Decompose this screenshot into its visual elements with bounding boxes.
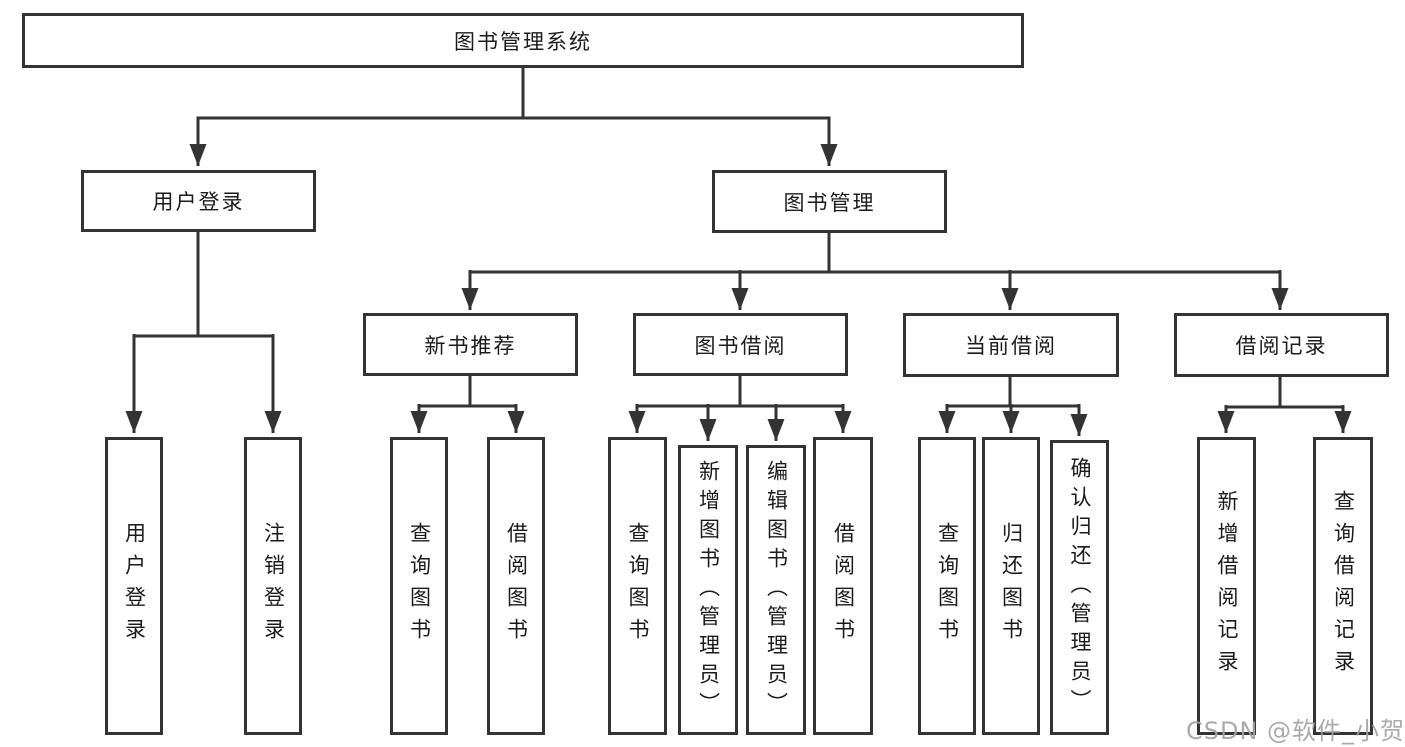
node-new-book-recommend: 新书推荐 — [363, 313, 578, 376]
node-library-management-system-label: 图书管理系统 — [454, 29, 592, 54]
node-book-management: 图书管理 — [712, 170, 947, 233]
node-user-login-group: 用户登录 — [81, 170, 316, 232]
leaf-user-login-label: 用户登录 — [122, 522, 147, 650]
watermark: CSDN @软件_小贺同学 — [1186, 717, 1405, 745]
node-borrowing-records: 借阅记录 — [1174, 313, 1389, 377]
node-library-management-system: 图书管理系统 — [22, 13, 1024, 68]
leaf-logout: 注销登录 — [244, 437, 302, 735]
leaf-recommend-query-books: 查询图书 — [390, 437, 448, 735]
leaf-logout-label: 注销登录 — [261, 522, 286, 650]
leaf-current-query-books-label: 查询图书 — [935, 522, 960, 650]
leaf-add-books-admin: 新增图书（管理员） — [678, 445, 738, 735]
leaf-recommend-query-books-label: 查询图书 — [407, 522, 432, 650]
leaf-query-borrow-record-label: 查询借阅记录 — [1331, 490, 1356, 682]
node-book-borrowing-label: 图书借阅 — [694, 333, 787, 358]
leaf-edit-books-admin: 编辑图书（管理员） — [746, 445, 806, 735]
leaf-borrowing-borrow-books: 借阅图书 — [813, 437, 873, 735]
leaf-recommend-borrow-books: 借阅图书 — [487, 437, 545, 735]
node-current-borrowing: 当前借阅 — [903, 313, 1119, 377]
node-user-login-group-label: 用户登录 — [152, 190, 245, 214]
leaf-query-borrow-record: 查询借阅记录 — [1313, 437, 1373, 735]
leaf-user-login: 用户登录 — [105, 437, 163, 735]
leaf-edit-books-admin-label: 编辑图书（管理员） — [764, 459, 789, 721]
leaf-add-books-admin-label: 新增图书（管理员） — [696, 459, 721, 721]
node-new-book-recommend-label: 新书推荐 — [424, 333, 517, 358]
leaf-add-borrow-record-label: 新增借阅记录 — [1215, 490, 1239, 682]
leaf-return-books: 归还图书 — [982, 437, 1040, 735]
node-book-management-label: 图书管理 — [783, 190, 876, 215]
leaf-confirm-return-admin: 确认归还（管理员） — [1050, 440, 1109, 735]
leaf-borrowing-query-books: 查询图书 — [608, 437, 667, 735]
leaf-current-query-books: 查询图书 — [918, 437, 976, 735]
node-borrowing-records-label: 借阅记录 — [1235, 334, 1328, 358]
leaf-add-borrow-record: 新增借阅记录 — [1197, 437, 1256, 735]
leaf-borrowing-borrow-books-label: 借阅图书 — [831, 522, 856, 650]
leaf-recommend-borrow-books-label: 借阅图书 — [504, 522, 529, 650]
node-current-borrowing-label: 当前借阅 — [965, 334, 1057, 358]
leaf-confirm-return-admin-label: 确认归还（管理员） — [1068, 457, 1092, 718]
node-book-borrowing: 图书借阅 — [633, 313, 848, 376]
leaf-borrowing-query-books-label: 查询图书 — [626, 522, 650, 650]
leaf-return-books-label: 归还图书 — [999, 522, 1024, 650]
